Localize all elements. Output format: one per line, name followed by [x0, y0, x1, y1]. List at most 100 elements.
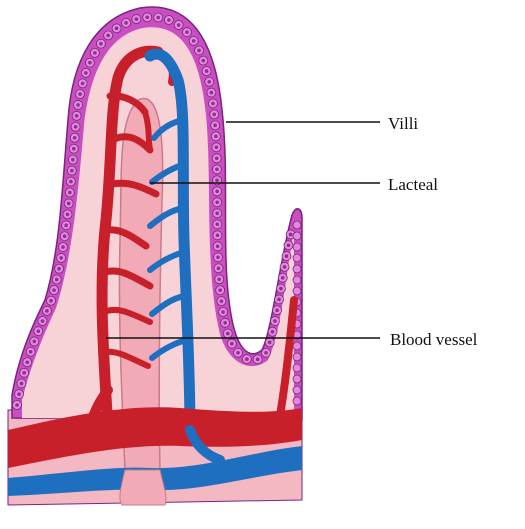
- cell-nucleus: [216, 234, 220, 238]
- label-villi: Villi: [388, 114, 418, 133]
- cell-nucleus: [211, 102, 215, 106]
- epithelial-cell: [293, 353, 301, 361]
- epithelial-cell: [293, 397, 301, 405]
- cell-nucleus: [277, 298, 281, 302]
- cell-nucleus: [185, 30, 189, 34]
- cell-nucleus: [283, 265, 287, 269]
- cell-nucleus: [207, 80, 211, 84]
- cell-nucleus: [268, 341, 272, 345]
- cell-nucleus: [275, 308, 279, 312]
- cell-nucleus: [81, 82, 85, 86]
- cell-nucleus: [215, 201, 219, 205]
- cell-nucleus: [66, 213, 70, 217]
- cell-nucleus: [71, 158, 75, 162]
- cell-nucleus: [145, 15, 149, 19]
- label-lacteal: Lacteal: [388, 175, 438, 194]
- cell-nucleus: [256, 357, 260, 361]
- cell-nucleus: [49, 299, 53, 303]
- cell-nucleus: [271, 330, 275, 334]
- epithelial-cell: [293, 375, 301, 383]
- epithelial-cell: [293, 364, 301, 372]
- cell-nucleus: [22, 371, 26, 375]
- cell-nucleus: [68, 191, 72, 195]
- cell-nucleus: [223, 321, 227, 325]
- cell-nucleus: [55, 278, 59, 282]
- cell-nucleus: [273, 319, 277, 323]
- epithelial-cell: [293, 342, 301, 350]
- cell-nucleus: [167, 18, 171, 22]
- cell-nucleus: [217, 277, 221, 281]
- cell-nucleus: [210, 91, 214, 95]
- cell-nucleus: [201, 59, 205, 63]
- cell-nucleus: [215, 190, 219, 194]
- cell-nucleus: [59, 256, 63, 260]
- cell-nucleus: [264, 351, 268, 355]
- cell-nucleus: [156, 16, 160, 20]
- epithelial-cell: [293, 254, 301, 262]
- cell-nucleus: [215, 223, 219, 227]
- cell-nucleus: [214, 135, 218, 139]
- label-blood-vessel: Blood vessel: [390, 330, 478, 349]
- cell-nucleus: [29, 350, 33, 354]
- cell-nucleus: [287, 243, 291, 247]
- epithelial-cell: [293, 386, 301, 394]
- cell-nucleus: [64, 224, 68, 228]
- epithelial-cell: [293, 232, 301, 240]
- cell-nucleus: [78, 92, 82, 96]
- cell-nucleus: [124, 21, 128, 25]
- cell-nucleus: [215, 157, 219, 161]
- cell-nucleus: [215, 146, 219, 150]
- cell-nucleus: [215, 212, 219, 216]
- cell-nucleus: [216, 255, 220, 259]
- cell-nucleus: [20, 382, 24, 386]
- cell-nucleus: [41, 319, 45, 323]
- cell-nucleus: [226, 332, 230, 336]
- cell-nucleus: [75, 114, 79, 118]
- cell-nucleus: [70, 169, 74, 173]
- cell-nucleus: [218, 288, 222, 292]
- cell-nucleus: [52, 288, 56, 292]
- cell-nucleus: [99, 42, 103, 46]
- cell-nucleus: [213, 124, 217, 128]
- cell-nucleus: [93, 51, 97, 55]
- cell-nucleus: [236, 351, 240, 355]
- cell-nucleus: [57, 267, 61, 271]
- cell-nucleus: [115, 27, 119, 31]
- cell-nucleus: [230, 342, 234, 346]
- cell-nucleus: [192, 39, 196, 43]
- epithelial-cell: [293, 276, 301, 284]
- cell-nucleus: [217, 266, 221, 270]
- lacteal-drain: [120, 470, 166, 505]
- cell-nucleus: [216, 244, 220, 248]
- cell-nucleus: [17, 392, 21, 396]
- cell-nucleus: [88, 61, 92, 65]
- cell-nucleus: [197, 49, 201, 53]
- cell-nucleus: [25, 360, 29, 364]
- cell-nucleus: [205, 69, 209, 73]
- epithelial-cell: [293, 221, 301, 229]
- cell-nucleus: [63, 234, 67, 238]
- cell-nucleus: [84, 71, 88, 75]
- cell-nucleus: [45, 309, 49, 313]
- cell-nucleus: [37, 329, 41, 333]
- cell-nucleus: [177, 23, 181, 27]
- cell-nucleus: [215, 168, 219, 172]
- cell-nucleus: [106, 34, 110, 38]
- cell-nucleus: [15, 403, 19, 407]
- cell-nucleus: [245, 357, 249, 361]
- epithelial-cell: [293, 287, 301, 295]
- cell-nucleus: [281, 276, 285, 280]
- epithelial-cell: [293, 265, 301, 273]
- epithelial-cell: [293, 243, 301, 251]
- cell-nucleus: [221, 310, 225, 314]
- cell-nucleus: [61, 245, 65, 249]
- cell-nucleus: [135, 17, 139, 21]
- cell-nucleus: [212, 113, 216, 117]
- cell-nucleus: [74, 125, 78, 129]
- cell-nucleus: [285, 254, 289, 258]
- cell-nucleus: [33, 340, 37, 344]
- cell-nucleus: [215, 179, 219, 183]
- cell-nucleus: [76, 103, 80, 107]
- cell-nucleus: [220, 299, 224, 303]
- cell-nucleus: [73, 136, 77, 140]
